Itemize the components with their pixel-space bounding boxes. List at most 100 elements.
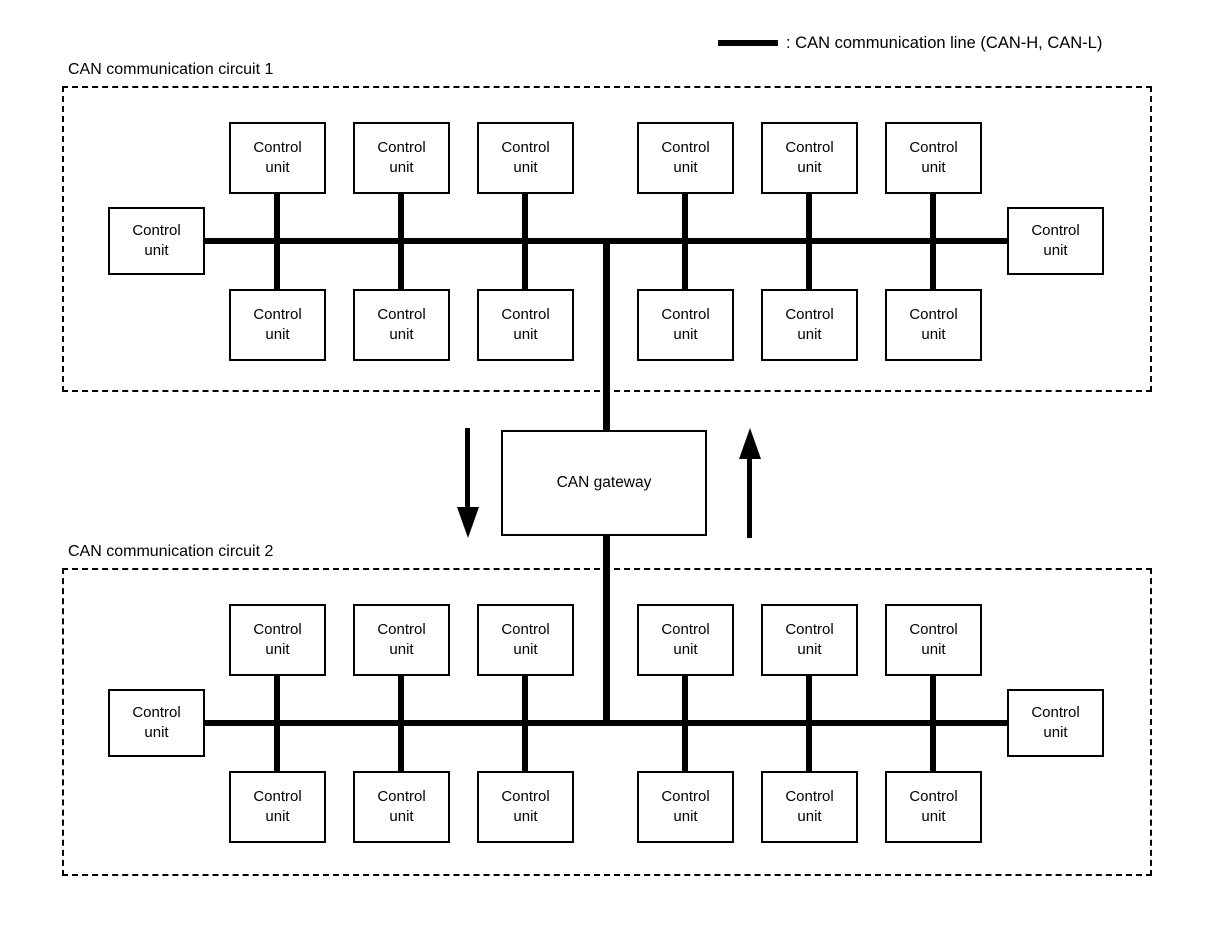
- downward-flow-arrow: [457, 428, 479, 538]
- unit-label-line1: Control: [785, 138, 834, 156]
- circuit-2-bottom-stub-4: [682, 722, 688, 772]
- circuit-2-top-control-unit-1[interactable]: Control unit: [229, 604, 326, 676]
- unit-label-line1: Control: [377, 305, 426, 323]
- unit-label-line2: unit: [921, 159, 946, 176]
- unit-label-line2: unit: [265, 641, 290, 658]
- circuit-2-top-stub-2: [398, 674, 404, 724]
- unit-label-line2: unit: [265, 808, 290, 825]
- circuit-2-bottom-stub-5: [806, 722, 812, 772]
- unit-label-line1: Control: [253, 138, 302, 156]
- circuit-1-bottom-stub-6: [930, 240, 936, 290]
- circuit-2-bottom-stub-3: [522, 722, 528, 772]
- unit-label-line2: unit: [797, 808, 822, 825]
- circuit-1-top-control-unit-4[interactable]: Control unit: [637, 122, 734, 194]
- unit-label-line1: Control: [132, 703, 181, 721]
- unit-label-line2: unit: [513, 326, 538, 343]
- circuit-2-bottom-control-unit-6[interactable]: Control unit: [885, 771, 982, 843]
- circuit-2-top-stub-5: [806, 674, 812, 724]
- circuit-2-bottom-control-unit-4[interactable]: Control unit: [637, 771, 734, 843]
- circuit-1-top-control-unit-1[interactable]: Control unit: [229, 122, 326, 194]
- unit-label-line1: Control: [661, 138, 710, 156]
- upward-flow-arrow: [739, 428, 761, 538]
- legend-label: : CAN communication line (CAN-H, CAN-L): [786, 34, 1103, 52]
- circuit-2-top-control-unit-6[interactable]: Control unit: [885, 604, 982, 676]
- unit-label-line1: Control: [253, 787, 302, 805]
- circuit-1-bottom-control-unit-3[interactable]: Control unit: [477, 289, 574, 361]
- unit-label-line2: unit: [513, 159, 538, 176]
- circuit-1-bottom-control-unit-2[interactable]: Control unit: [353, 289, 450, 361]
- circuit-1-top-control-unit-2[interactable]: Control unit: [353, 122, 450, 194]
- circuit-2-top-control-unit-4[interactable]: Control unit: [637, 604, 734, 676]
- unit-label-line1: Control: [661, 305, 710, 323]
- unit-label-line1: Control: [909, 787, 958, 805]
- circuit-1-left-control-unit[interactable]: Control unit: [108, 207, 205, 275]
- circuit-2-right-control-unit[interactable]: Control unit: [1007, 689, 1104, 757]
- circuit-1-bottom-control-unit-6[interactable]: Control unit: [885, 289, 982, 361]
- circuit-1-bottom-control-unit-1[interactable]: Control unit: [229, 289, 326, 361]
- unit-label-line2: unit: [513, 808, 538, 825]
- unit-label-line2: unit: [389, 326, 414, 343]
- circuit-1-bottom-stub-2: [398, 240, 404, 290]
- can-gateway-label: CAN gateway: [556, 474, 652, 491]
- circuit-1-top-stub-2: [398, 192, 404, 242]
- unit-label-line2: unit: [265, 159, 290, 176]
- unit-label-line2: unit: [389, 159, 414, 176]
- circuit-2-top-control-unit-5[interactable]: Control unit: [761, 604, 858, 676]
- circuit-1-bottom-stub-3: [522, 240, 528, 290]
- circuit-1-bottom-control-unit-4[interactable]: Control unit: [637, 289, 734, 361]
- circuit-2-top-stub-1: [274, 674, 280, 724]
- gateway-trunk-upper: [603, 238, 610, 434]
- unit-label-line2: unit: [513, 641, 538, 658]
- circuit-2-top-stub-4: [682, 674, 688, 724]
- circuit-2-top-control-unit-2[interactable]: Control unit: [353, 604, 450, 676]
- unit-label-line2: unit: [673, 808, 698, 825]
- unit-label-line1: Control: [785, 620, 834, 638]
- circuit-2-bottom-stub-2: [398, 722, 404, 772]
- circuit-2-bottom-stub-1: [274, 722, 280, 772]
- unit-label-line2: unit: [797, 641, 822, 658]
- unit-label-line2: unit: [389, 808, 414, 825]
- unit-label-line2: unit: [797, 159, 822, 176]
- unit-label-line1: Control: [377, 620, 426, 638]
- unit-label-line2: unit: [673, 326, 698, 343]
- circuit-2-top-control-unit-3[interactable]: Control unit: [477, 604, 574, 676]
- unit-label-line1: Control: [501, 305, 550, 323]
- unit-label-line2: unit: [921, 641, 946, 658]
- circuit-1-top-control-unit-5[interactable]: Control unit: [761, 122, 858, 194]
- circuit-1-right-control-unit[interactable]: Control unit: [1007, 207, 1104, 275]
- circuit-2-bottom-control-unit-2[interactable]: Control unit: [353, 771, 450, 843]
- circuit-2-top-stub-3: [522, 674, 528, 724]
- unit-label-line2: unit: [921, 808, 946, 825]
- unit-label-line1: Control: [785, 787, 834, 805]
- circuit-1-bottom-control-unit-5[interactable]: Control unit: [761, 289, 858, 361]
- circuit-2-bottom-control-unit-1[interactable]: Control unit: [229, 771, 326, 843]
- unit-label-line1: Control: [1031, 221, 1080, 239]
- gateway-trunk-lower: [603, 532, 610, 724]
- unit-label-line2: unit: [144, 242, 169, 259]
- circuit-1-top-control-unit-3[interactable]: Control unit: [477, 122, 574, 194]
- unit-label-line2: unit: [1043, 724, 1068, 741]
- unit-label-line1: Control: [501, 138, 550, 156]
- circuit-2-left-control-unit[interactable]: Control unit: [108, 689, 205, 757]
- unit-label-line1: Control: [909, 138, 958, 156]
- unit-label-line2: unit: [797, 326, 822, 343]
- unit-label-line1: Control: [501, 787, 550, 805]
- can-gateway-box[interactable]: CAN gateway: [501, 430, 707, 536]
- unit-label-line1: Control: [785, 305, 834, 323]
- circuit-2-top-stub-6: [930, 674, 936, 724]
- unit-label-line1: Control: [377, 787, 426, 805]
- circuit-1-label: CAN communication circuit 1: [68, 61, 274, 78]
- unit-label-line2: unit: [265, 326, 290, 343]
- circuit-2-bottom-stub-6: [930, 722, 936, 772]
- circuit-2-bottom-control-unit-5[interactable]: Control unit: [761, 771, 858, 843]
- circuit-2-bottom-control-unit-3[interactable]: Control unit: [477, 771, 574, 843]
- circuit-1-top-stub-3: [522, 192, 528, 242]
- unit-label-line1: Control: [909, 305, 958, 323]
- unit-label-line1: Control: [253, 305, 302, 323]
- circuit-1-top-stub-5: [806, 192, 812, 242]
- unit-label-line2: unit: [144, 724, 169, 741]
- circuit-1-top-control-unit-6[interactable]: Control unit: [885, 122, 982, 194]
- circuit-1-bottom-stub-1: [274, 240, 280, 290]
- circuit-1-top-stub-6: [930, 192, 936, 242]
